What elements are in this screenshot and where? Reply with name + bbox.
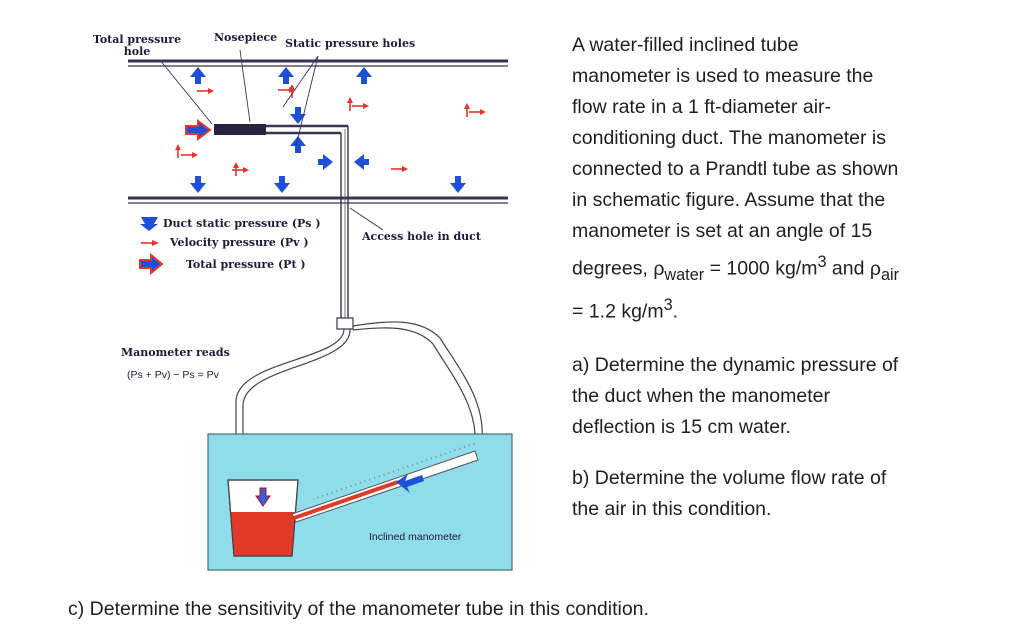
static-arrow-left xyxy=(354,154,369,170)
legend-red-arrow-icon xyxy=(141,240,159,246)
static-arrow-up-1 xyxy=(190,67,206,84)
rho-air: ρair xyxy=(869,257,900,284)
part-b-text: b) Determine the volume flow rate of the… xyxy=(572,466,887,520)
static-arrow-down-2 xyxy=(190,176,206,193)
reservoir-pressure-arrow xyxy=(255,487,271,507)
meniscus-arrow xyxy=(396,474,424,493)
static-arrow-up-3 xyxy=(356,67,372,84)
legend-hollow-arrow-icon xyxy=(139,252,164,276)
label-total-pressure-hole-line1: Total pressure xyxy=(93,33,181,46)
velocity-pressure-arrows xyxy=(175,84,486,176)
static-arrow-up-2 xyxy=(278,67,294,84)
duct xyxy=(128,59,508,204)
rho-water: ρwater xyxy=(653,257,705,284)
legend-velocity-text: Velocity pressure (Pv ) xyxy=(169,236,309,249)
inclined-tube xyxy=(291,442,479,523)
label-access-hole: Access hole in duct xyxy=(361,230,482,243)
static-arrow-down-3 xyxy=(274,176,290,193)
rho-symbol: ρ xyxy=(653,257,665,280)
intro-period: . xyxy=(672,300,679,323)
rho-air-subscript: air xyxy=(880,265,900,284)
rho-air-value: = 1.2 kg/m xyxy=(572,300,664,323)
prandtl-tube-diagram: Total pressure hole Nosepiece Static pre… xyxy=(93,31,513,571)
label-static-pressure-holes: Static pressure holes xyxy=(285,37,415,50)
label-total-pressure-hole-line2: hole xyxy=(124,45,151,58)
rho-water-value: = 1000 xyxy=(709,257,770,280)
part-a-text: a) Determine the dynamic pressure of the… xyxy=(572,353,899,438)
prandtl-tube xyxy=(214,124,354,330)
part-c-text: c) Determine the sensitivity of the mano… xyxy=(68,598,649,620)
nosepiece xyxy=(214,124,266,135)
static-arrow-up-4 xyxy=(290,136,306,153)
rho-water-subscript: water xyxy=(664,265,705,284)
manometer-reservoir xyxy=(227,479,299,557)
hoses xyxy=(235,321,483,441)
static-arrow-right xyxy=(318,154,333,170)
manometer-fluid-column xyxy=(293,480,399,520)
legend: Duct static pressure (Ps ) Velocity pres… xyxy=(139,217,321,276)
access-hole-fitting xyxy=(336,317,354,330)
unit-cube-air: 3 xyxy=(663,296,673,315)
legend-total-text: Total pressure (Pt ) xyxy=(186,258,306,271)
label-manometer-formula: (Ps + Pv) − Ps = Pv xyxy=(127,369,220,381)
static-pressure-arrows xyxy=(190,67,466,193)
problem-intro: A water-filled inclined tube manometer i… xyxy=(572,34,899,280)
unit-cube: 3 xyxy=(817,253,827,271)
label-inclined-manometer: Inclined manometer xyxy=(369,531,462,543)
problem-statement: A water-filled inclined tube manometer i… xyxy=(572,30,902,525)
problem-intro-paragraph: A water-filled inclined tube manometer i… xyxy=(572,30,902,328)
leader-lines xyxy=(159,49,384,231)
rho-symbol-air: ρ xyxy=(869,257,881,280)
static-arrow-down-1 xyxy=(290,107,306,124)
legend-static-text: Duct static pressure (Ps ) xyxy=(163,217,321,230)
and-text: and xyxy=(831,257,865,280)
static-arrow-down-4 xyxy=(450,176,466,193)
label-manometer-reads: Manometer reads xyxy=(121,346,230,359)
rho-water-unit: kg/m xyxy=(775,257,818,280)
legend-blue-arrow-icon xyxy=(140,217,158,231)
label-nosepiece: Nosepiece xyxy=(214,31,277,44)
total-pressure-arrow xyxy=(185,119,212,141)
